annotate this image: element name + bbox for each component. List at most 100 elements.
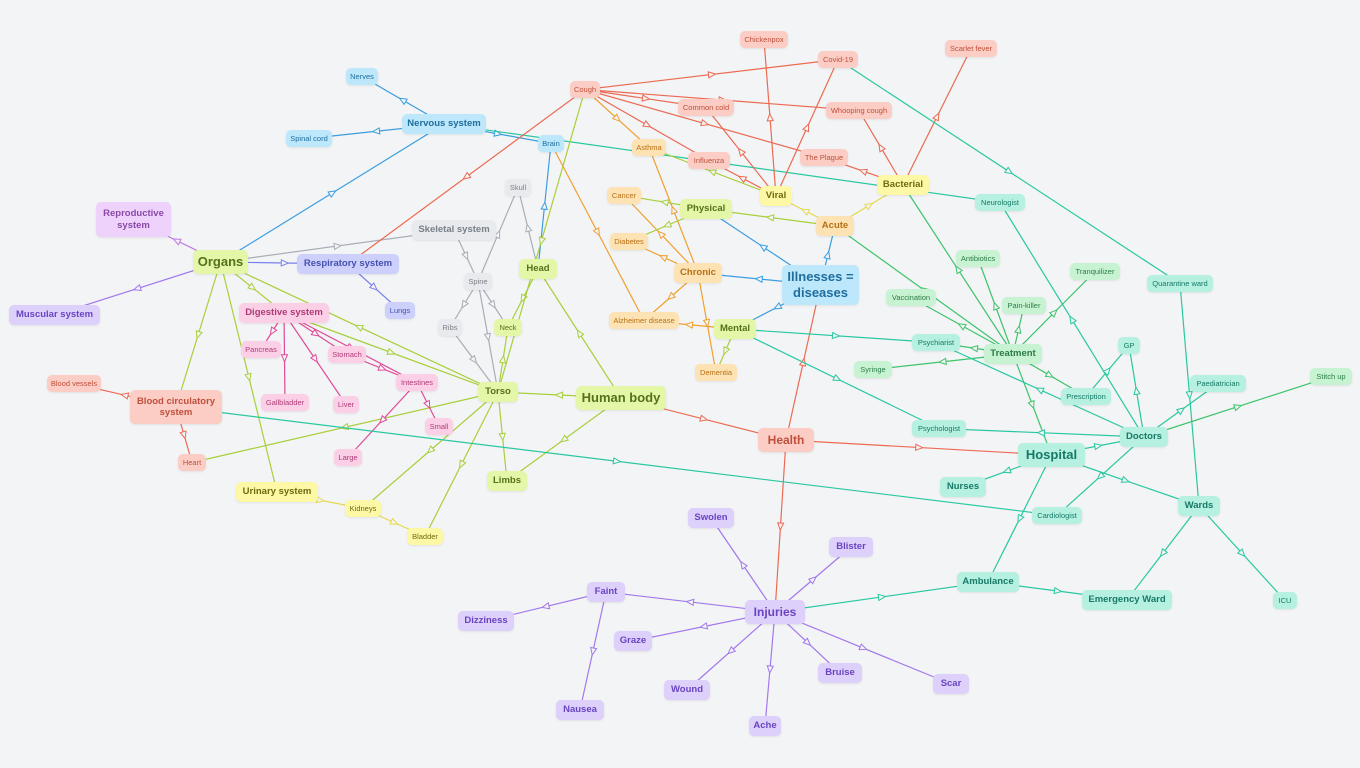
node-head[interactable]: Head bbox=[519, 259, 557, 279]
node-asthma[interactable]: Asthma bbox=[632, 139, 666, 156]
node-common-cold[interactable]: Common cold bbox=[678, 99, 734, 116]
node-nerves[interactable]: Nerves bbox=[346, 68, 378, 85]
node-torso[interactable]: Torso bbox=[478, 382, 518, 402]
arrow-icon bbox=[1044, 370, 1055, 378]
node-large[interactable]: Large bbox=[334, 449, 362, 466]
node-limbs[interactable]: Limbs bbox=[487, 471, 527, 491]
node-scar[interactable]: Scar bbox=[933, 674, 969, 694]
arrow-icon bbox=[662, 220, 673, 228]
arrow-icon bbox=[426, 445, 436, 454]
node-heart[interactable]: Heart bbox=[178, 454, 206, 471]
node-hospital[interactable]: Hospital bbox=[1018, 443, 1085, 467]
node-respiratory-system[interactable]: Respiratory system bbox=[297, 254, 399, 274]
node-ache[interactable]: Ache bbox=[749, 716, 781, 736]
node-syringe[interactable]: Syringe bbox=[854, 361, 892, 378]
node-ribs[interactable]: Ribs bbox=[438, 319, 462, 336]
node-dizziness[interactable]: Dizziness bbox=[458, 611, 514, 631]
node-kidneys[interactable]: Kidneys bbox=[345, 500, 381, 517]
node-dementia[interactable]: Dementia bbox=[695, 364, 737, 381]
node-cancer[interactable]: Cancer bbox=[607, 187, 641, 204]
node-neck[interactable]: Neck bbox=[494, 319, 522, 336]
node-reproductive-system[interactable]: Reproductive system bbox=[96, 202, 171, 237]
node-treatment[interactable]: Treatment bbox=[984, 344, 1042, 364]
node-stitch-up[interactable]: Stitch up bbox=[1310, 368, 1352, 385]
node-tranquilizer[interactable]: Tranquilizer bbox=[1070, 263, 1120, 280]
node-cough[interactable]: Cough bbox=[570, 81, 600, 98]
node-emergency-ward[interactable]: Emergency Ward bbox=[1082, 590, 1172, 610]
node-skull[interactable]: Skull bbox=[505, 179, 531, 196]
node-brain[interactable]: Brain bbox=[538, 135, 564, 152]
node-paediatrician[interactable]: Paediatrician bbox=[1190, 375, 1246, 392]
node-nausea[interactable]: Nausea bbox=[556, 700, 604, 720]
arrow-icon bbox=[800, 208, 811, 216]
node-blister[interactable]: Blister bbox=[829, 537, 873, 557]
node-bladder[interactable]: Bladder bbox=[407, 528, 443, 545]
arrow-icon bbox=[244, 372, 252, 383]
node-acute[interactable]: Acute bbox=[816, 216, 854, 236]
node-antibiotics[interactable]: Antibiotics bbox=[956, 250, 1000, 267]
node-quarantine-ward[interactable]: Quarantine ward bbox=[1147, 275, 1213, 292]
node-alzheimer-disease[interactable]: Alzheimer disease bbox=[609, 312, 679, 329]
node-bruise[interactable]: Bruise bbox=[818, 663, 862, 683]
node-influenza[interactable]: Influenza bbox=[688, 152, 730, 169]
node-psychiarist[interactable]: Psychiarist bbox=[912, 334, 960, 351]
node-scarlet-fever[interactable]: Scarlet fever bbox=[945, 40, 997, 57]
node-urinary-system[interactable]: Urinary system bbox=[236, 482, 318, 502]
node-chickenpox[interactable]: Chickenpox bbox=[740, 31, 788, 48]
node-vaccination[interactable]: Vaccination bbox=[886, 289, 936, 306]
node-pancreas[interactable]: Pancreas bbox=[241, 341, 281, 358]
node-cardiologist[interactable]: Cardiologist bbox=[1032, 507, 1082, 524]
node-intestines[interactable]: Intestines bbox=[396, 374, 438, 391]
node-chronic[interactable]: Chronic bbox=[674, 263, 722, 283]
node-ambulance[interactable]: Ambulance bbox=[957, 572, 1019, 592]
node-nervous-system[interactable]: Nervous system bbox=[402, 114, 486, 134]
node-pain-killer[interactable]: Pain-killer bbox=[1002, 297, 1046, 314]
node-lungs[interactable]: Lungs bbox=[385, 302, 415, 319]
arrow-icon bbox=[423, 399, 431, 410]
node-organs[interactable]: Organs bbox=[193, 250, 248, 274]
node-faint[interactable]: Faint bbox=[587, 582, 625, 602]
node-blood-circulatory-system[interactable]: Blood circulatory system bbox=[130, 390, 222, 424]
node-injuries[interactable]: Injuries bbox=[745, 600, 805, 624]
node-health[interactable]: Health bbox=[758, 428, 814, 452]
node-doctors[interactable]: Doctors bbox=[1120, 427, 1168, 447]
node-spine[interactable]: Spine bbox=[464, 273, 492, 290]
node-graze[interactable]: Graze bbox=[614, 631, 652, 651]
node-gp[interactable]: GP bbox=[1118, 337, 1140, 354]
arrow-icon bbox=[698, 622, 709, 630]
node-swolen[interactable]: Swolen bbox=[688, 508, 734, 528]
node-the-plague[interactable]: The Plague bbox=[800, 149, 848, 166]
node-digestive-system[interactable]: Digestive system bbox=[239, 303, 329, 323]
arrow-icon bbox=[1175, 407, 1186, 416]
node-icu[interactable]: ICU bbox=[1273, 592, 1297, 609]
node-bacterial[interactable]: Bacterial bbox=[877, 175, 929, 195]
node-blood-vessels[interactable]: Blood vessels bbox=[47, 375, 101, 392]
node-prescription[interactable]: Prescription bbox=[1061, 388, 1111, 405]
arrow-icon bbox=[119, 392, 130, 400]
arrow-icon bbox=[1093, 442, 1103, 451]
node-neurologist[interactable]: Neurologist bbox=[975, 194, 1025, 211]
node-liver[interactable]: Liver bbox=[333, 396, 359, 413]
node-gallbladder[interactable]: Gallbladder bbox=[261, 394, 309, 411]
node-covid-19[interactable]: Covid-19 bbox=[818, 51, 858, 68]
node-viral[interactable]: Viral bbox=[760, 186, 792, 206]
node-human-body[interactable]: Human body bbox=[576, 386, 666, 410]
node-stomach[interactable]: Stomach bbox=[328, 346, 366, 363]
node-physical[interactable]: Physical bbox=[680, 199, 732, 219]
node-nurses[interactable]: Nurses bbox=[940, 477, 986, 497]
node-wound[interactable]: Wound bbox=[664, 680, 710, 700]
node-psychologist[interactable]: Psychologist bbox=[912, 420, 966, 437]
node-diabetes[interactable]: Diabetes bbox=[610, 233, 648, 250]
arrow-icon bbox=[540, 201, 548, 211]
node-wards[interactable]: Wards bbox=[1178, 496, 1220, 516]
node-illnesses[interactable]: Illnesses = diseases bbox=[782, 265, 859, 305]
node-spinal-cord[interactable]: Spinal cord bbox=[286, 130, 332, 147]
node-skeletal-system[interactable]: Skeletal system bbox=[412, 220, 496, 240]
arrow-icon bbox=[727, 645, 737, 655]
node-whooping-cough[interactable]: Whooping cough bbox=[826, 102, 892, 119]
node-muscular-system[interactable]: Muscular system bbox=[9, 305, 100, 325]
arrow-icon bbox=[707, 71, 717, 79]
node-small[interactable]: Small bbox=[425, 418, 453, 435]
node-mental[interactable]: Mental bbox=[714, 319, 756, 339]
